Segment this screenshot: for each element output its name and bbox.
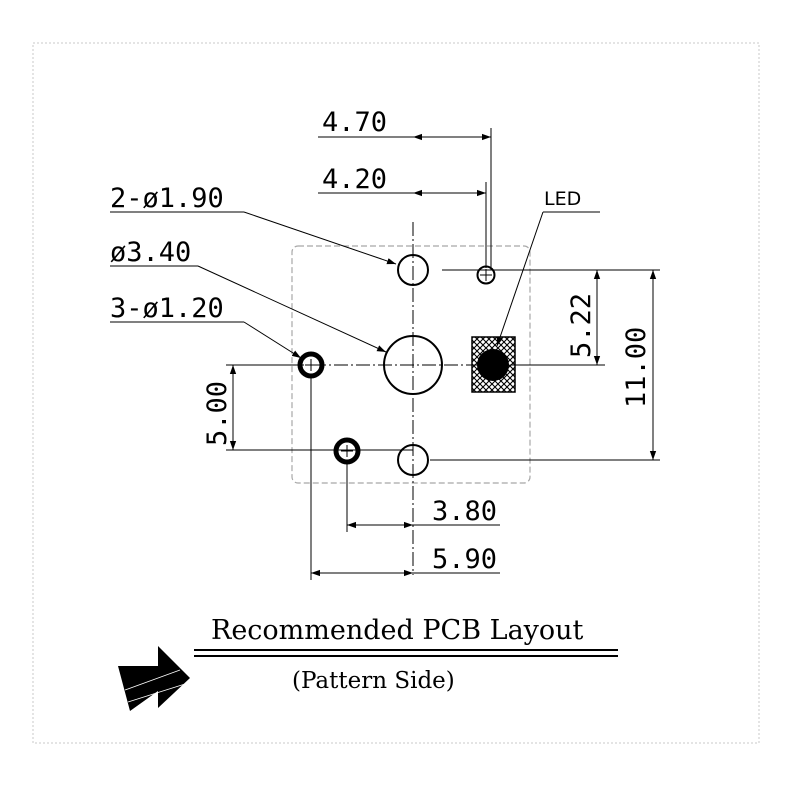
- dim-3.80: 3.80: [432, 496, 497, 527]
- dim-4.20: 4.20: [322, 164, 387, 195]
- dim-11.00: 11.00: [621, 327, 652, 408]
- crosshatch-pad-icon: [471, 336, 516, 393]
- callout-hole-340: ø3.40: [110, 237, 191, 268]
- layout-subtitle: (Pattern Side): [292, 668, 455, 694]
- hole-upper: [397, 254, 429, 286]
- dim-5.90: 5.90: [432, 544, 497, 575]
- layout-title: Recommended PCB Layout: [211, 615, 584, 646]
- hole-lower: [397, 444, 429, 476]
- callout-hole-190: 2-ø1.90: [110, 183, 224, 214]
- arrow-right-icon: [118, 646, 190, 711]
- hole-center-large: [383, 335, 443, 395]
- outer-frame: [32, 42, 760, 744]
- dim-5.00: 5.00: [202, 381, 233, 446]
- callout-hole-120: 3-ø1.20: [110, 293, 224, 324]
- dim-5.22: 5.22: [566, 293, 597, 358]
- led-label: LED: [544, 188, 581, 210]
- dim-4.70: 4.70: [322, 107, 387, 138]
